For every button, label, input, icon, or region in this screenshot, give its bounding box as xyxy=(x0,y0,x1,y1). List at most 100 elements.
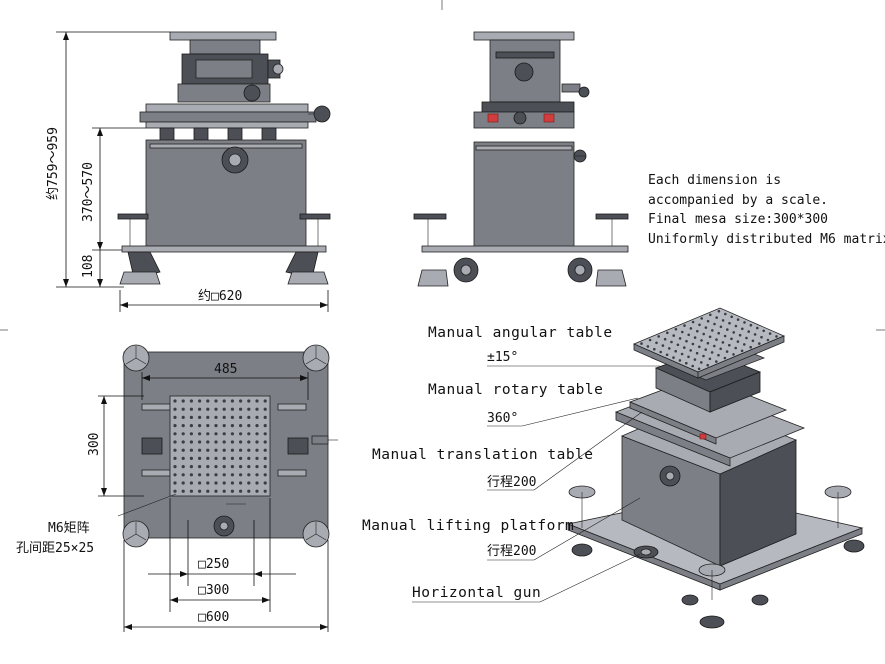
iso-matrix-hole xyxy=(700,339,703,342)
matrix-hole xyxy=(198,448,202,452)
matrix-hole xyxy=(239,465,243,469)
top-view-dimensions: 485 300 M6矩阵 孔间距25×25 □250 □300 □600 xyxy=(16,362,329,632)
iso-matrix-hole xyxy=(747,330,750,333)
iso-matrix-hole xyxy=(653,347,656,351)
matrix-hole xyxy=(255,489,259,493)
iso-matrix-hole xyxy=(661,344,665,347)
matrix-hole xyxy=(181,407,185,411)
iso-matrix-hole xyxy=(708,357,712,361)
iso-matrix-hole xyxy=(685,361,688,365)
matrix-hole xyxy=(222,465,226,469)
iso-matrix-hole xyxy=(751,339,755,343)
top-view xyxy=(122,344,338,548)
iso-matrix-hole xyxy=(736,318,740,321)
matrix-hole xyxy=(189,473,193,477)
matrix-hole xyxy=(173,448,177,452)
center-marks xyxy=(0,0,885,331)
matrix-hole xyxy=(181,448,185,452)
matrix-hole xyxy=(230,465,234,469)
matrix-hole xyxy=(239,456,243,460)
matrix-label-line-2: 孔间距25×25 xyxy=(16,541,94,556)
matrix-hole xyxy=(198,424,202,428)
iso-matrix-hole xyxy=(689,349,692,352)
iso-matrix-hole xyxy=(693,336,697,339)
dim-600: □600 xyxy=(198,610,229,625)
iso-matrix-hole xyxy=(681,330,684,334)
matrix-hole xyxy=(230,432,234,436)
matrix-hole xyxy=(198,432,202,436)
matrix-hole xyxy=(230,489,234,493)
iso-matrix-hole xyxy=(665,353,669,357)
iso-matrix-hole xyxy=(717,331,720,335)
matrix-hole xyxy=(230,448,234,452)
iso-matrix-hole xyxy=(672,334,675,337)
matrix-hole xyxy=(247,440,251,444)
matrix-hole xyxy=(206,440,210,444)
dim-300-vertical: 300 xyxy=(87,433,102,456)
iso-matrix-hole xyxy=(646,345,650,348)
matrix-hole xyxy=(239,481,243,485)
iso-matrix-hole xyxy=(719,347,722,351)
matrix-hole xyxy=(181,456,185,460)
matrix-hole xyxy=(263,489,267,493)
matrix-hole xyxy=(214,448,218,452)
iso-matrix-hole xyxy=(706,319,710,323)
iso-matrix-hole xyxy=(663,337,667,341)
matrix-hole xyxy=(189,481,193,485)
m6-hole-matrix xyxy=(173,399,267,493)
matrix-hole xyxy=(198,399,202,403)
matrix-hole xyxy=(230,399,234,403)
matrix-hole xyxy=(181,465,185,469)
matrix-hole xyxy=(222,415,226,419)
matrix-hole xyxy=(247,407,251,411)
matrix-hole xyxy=(214,440,218,444)
matrix-hole xyxy=(189,489,193,493)
iso-matrix-hole xyxy=(708,335,712,339)
matrix-hole xyxy=(230,415,234,419)
iso-matrix-hole xyxy=(676,343,680,347)
matrix-hole xyxy=(239,448,243,452)
matrix-hole xyxy=(198,465,202,469)
iso-matrix-hole xyxy=(723,356,727,360)
matrix-hole xyxy=(263,465,267,469)
iso-matrix-hole xyxy=(685,339,688,343)
iso-matrix-hole xyxy=(683,324,686,327)
matrix-hole xyxy=(239,473,243,477)
matrix-hole xyxy=(230,473,234,477)
iso-matrix-hole xyxy=(717,309,721,313)
matrix-hole xyxy=(247,456,251,460)
matrix-hole xyxy=(247,424,251,428)
matrix-hole xyxy=(230,456,234,460)
iso-matrix-hole xyxy=(702,354,705,358)
matrix-hole xyxy=(239,489,243,493)
iso-matrix-hole xyxy=(683,346,686,349)
matrix-hole xyxy=(247,489,251,493)
matrix-hole xyxy=(222,481,226,485)
dim-base-height: 108 xyxy=(81,255,96,278)
isometric-view xyxy=(566,307,865,629)
matrix-hole xyxy=(198,456,202,460)
matrix-hole xyxy=(247,415,251,419)
matrix-hole xyxy=(198,407,202,411)
iso-matrix-hole xyxy=(655,341,658,345)
matrix-hole xyxy=(206,399,210,403)
matrix-hole xyxy=(222,424,226,428)
matrix-hole xyxy=(222,432,226,436)
iso-matrix-hole xyxy=(672,356,675,359)
iso-matrix-hole xyxy=(715,360,718,363)
label-rotary-range: 360° xyxy=(487,411,518,426)
matrix-hole xyxy=(189,424,193,428)
matrix-hole xyxy=(206,432,210,436)
matrix-hole xyxy=(263,481,267,485)
iso-matrix-hole xyxy=(657,335,660,338)
matrix-hole xyxy=(198,481,202,485)
iso-matrix-hole xyxy=(730,337,733,341)
iso-matrix-hole xyxy=(732,331,735,334)
matrix-hole xyxy=(247,399,251,403)
iso-matrix-hole xyxy=(713,344,716,348)
iso-matrix-hole xyxy=(732,353,735,356)
iso-matrix-hole xyxy=(674,349,677,353)
matrix-hole xyxy=(239,424,243,428)
matrix-hole xyxy=(255,407,259,411)
note-line-1: Each dimension is xyxy=(648,173,781,188)
